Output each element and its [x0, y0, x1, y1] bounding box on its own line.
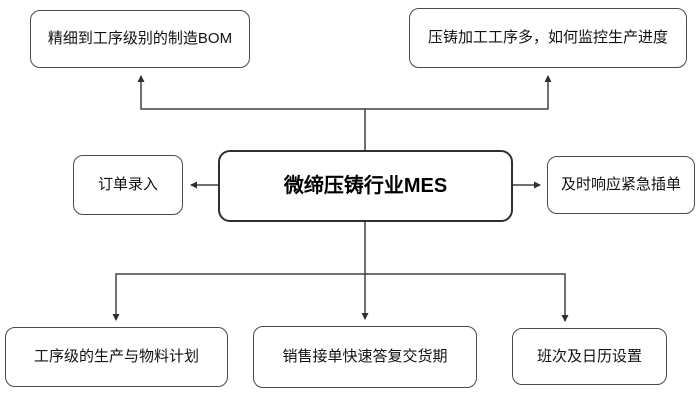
node-urgent-order-response-label: 及时响应紧急插单	[560, 176, 681, 193]
arrow-center-to-top-left	[137, 75, 366, 150]
arrow-center-to-bottom-right	[365, 273, 569, 322]
node-urgent-order-response: 及时响应紧急插单	[547, 156, 695, 214]
node-mes-center: 微缔压铸行业MES	[218, 150, 513, 222]
node-mes-center-label: 微缔压铸行业MES	[283, 175, 448, 197]
node-order-entry: 订单录入	[73, 155, 183, 215]
node-production-material-plan: 工序级的生产与物料计划	[5, 327, 228, 387]
arrow-center-to-top-right	[365, 75, 552, 110]
node-progress-monitoring: 压铸加工工序多，如何监控生产进度	[409, 8, 687, 68]
node-shift-calendar-settings: 班次及日历设置	[512, 328, 667, 385]
node-shift-calendar-settings-label: 班次及日历设置	[536, 347, 642, 365]
node-progress-monitoring-label: 压铸加工工序多，如何监控生产进度	[427, 29, 668, 46]
node-production-material-plan-label: 工序级的生产与物料计划	[33, 348, 199, 365]
node-delivery-date-reply: 销售接单快速答复交货期	[253, 326, 477, 388]
arrow-center-to-bottom-left	[112, 222, 366, 321]
node-order-entry-label: 订单录入	[97, 176, 158, 193]
node-manufacturing-bom: 精细到工序级别的制造BOM	[30, 10, 250, 68]
node-delivery-date-reply-label: 销售接单快速答复交货期	[282, 348, 448, 365]
node-manufacturing-bom-label: 精细到工序级别的制造BOM	[47, 30, 233, 47]
